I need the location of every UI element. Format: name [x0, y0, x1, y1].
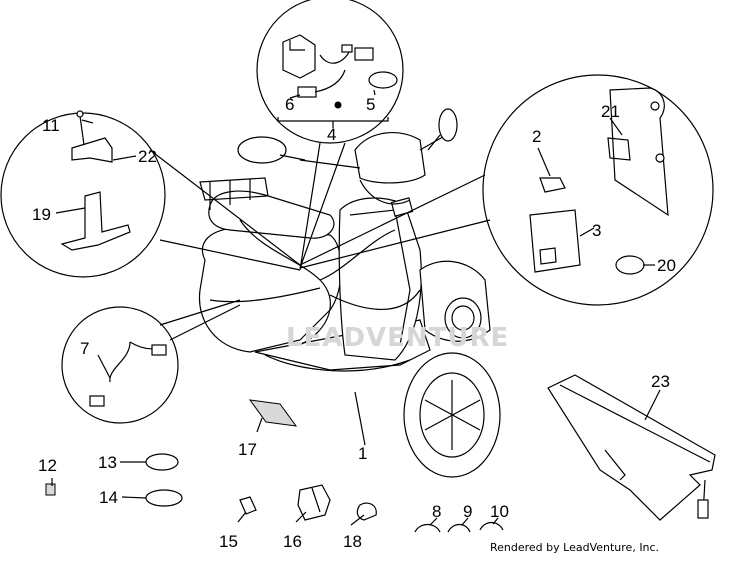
- label-part-15: 15: [219, 532, 238, 551]
- watermark-logo: LEADVENTURE: [286, 323, 510, 353]
- label-part-22: 22: [138, 147, 157, 166]
- leader-lines: [51, 89, 661, 526]
- callout-left-top: [0, 110, 301, 278]
- callout-top: [256, 0, 404, 271]
- label-part-20: 20: [657, 256, 676, 275]
- label-part-7: 7: [80, 339, 89, 358]
- label-part-6: 6: [285, 95, 294, 114]
- label-part-23: 23: [651, 372, 670, 391]
- label-part-19: 19: [32, 205, 51, 224]
- label-part-17: 17: [238, 440, 257, 459]
- label-part-13: 13: [98, 453, 117, 472]
- scooter-illustration: [198, 108, 501, 478]
- label-part-21: 21: [601, 102, 620, 121]
- label-part-12: 12: [38, 456, 57, 475]
- label-part-18: 18: [343, 532, 362, 551]
- label-part-4: 4: [327, 125, 336, 144]
- label-part-5: 5: [366, 95, 375, 114]
- label-part-3: 3: [592, 221, 601, 240]
- label-part-16: 16: [283, 532, 302, 551]
- label-part-14: 14: [99, 488, 118, 507]
- loose-parts: [45, 374, 716, 533]
- callout-left-bottom: [61, 299, 241, 424]
- label-part-11: 11: [42, 116, 60, 135]
- label-part-10: 10: [490, 502, 509, 521]
- part-labels: 1 2 3 4 5 6 7 8 9 10 11 12 13 14 15 16 1…: [32, 95, 676, 551]
- label-part-9: 9: [463, 502, 472, 521]
- label-part-8: 8: [432, 502, 441, 521]
- callout-right: [299, 74, 714, 306]
- label-part-1: 1: [358, 444, 367, 463]
- credit-text: Rendered by LeadVenture, Inc.: [490, 541, 660, 554]
- label-part-2: 2: [532, 127, 541, 146]
